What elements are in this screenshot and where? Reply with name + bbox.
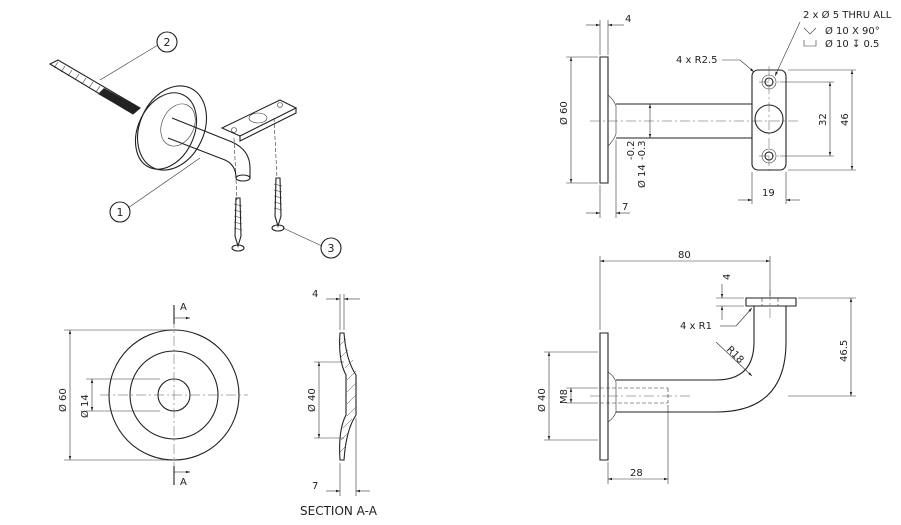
dim-side-length: 80 — [678, 250, 691, 261]
hole-note-csk: Ø 10 X 90° — [825, 25, 880, 37]
svg-text:3: 3 — [328, 242, 335, 255]
balloon-2: 2 — [99, 31, 178, 81]
wood-screws-part — [231, 117, 285, 252]
dim-tol-upper: -0.2 — [626, 140, 637, 160]
isometric-view: 1 2 3 — [48, 31, 342, 259]
dim-hole-spacing: 32 — [818, 113, 829, 126]
dim-tol-lower: -0.3 — [637, 140, 648, 160]
svg-text:1: 1 — [117, 206, 124, 219]
svg-text:2: 2 — [164, 36, 171, 49]
dim-thread-length: 28 — [630, 468, 643, 479]
wall-flange-part — [134, 85, 208, 171]
dim-plate-thickness: 4 — [625, 14, 631, 25]
dim-front-outer-dia: Ø 60 — [57, 388, 69, 412]
hole-note-depth: Ø 10 ↧ 0.5 — [825, 38, 879, 50]
dim-front-inner-dia: Ø 14 — [79, 394, 91, 418]
section-caption: SECTION A-A — [300, 504, 378, 518]
dim-plate-diameter: Ø 60 — [558, 101, 570, 125]
dim-bend-radius: R18 — [724, 344, 746, 366]
section-marker-bottom: A — [180, 477, 187, 488]
balloon-1: 1 — [109, 157, 201, 223]
balloon-3: 3 — [282, 227, 342, 259]
dim-section-bottom: 7 — [312, 481, 318, 492]
dim-corner-radius: 4 x R2.5 — [676, 55, 718, 66]
section-view: 4 Ø 40 7 SECTION A-A — [300, 289, 378, 518]
dim-section-top: 4 — [312, 289, 318, 300]
dim-side-corner-radius: 4 x R1 — [680, 321, 712, 332]
dim-bracket-width: 19 — [762, 188, 775, 199]
dim-side-plate-thk: 4 — [722, 274, 733, 280]
side-view: 80 4 4 x R1 R18 46.5 Ø 40 M8 28 — [536, 250, 856, 484]
dim-thread-size: M8 — [559, 389, 570, 404]
dim-section-dia: Ø 40 — [306, 388, 318, 412]
dim-arm-diameter: Ø 14 — [636, 164, 648, 188]
dim-side-height: 46.5 — [839, 340, 850, 362]
dim-bracket-height: 46 — [840, 113, 851, 126]
hanger-bolt-part — [48, 59, 141, 115]
section-marker-top: A — [180, 302, 187, 313]
dim-arm-offset: 7 — [622, 202, 628, 213]
front-view: A A Ø 60 Ø 14 — [57, 302, 248, 488]
hole-note-thru: 2 x Ø 5 THRU ALL — [803, 9, 892, 21]
dim-side-flange-dia: Ø 40 — [536, 388, 548, 412]
top-view: 4 Ø 60 7 Ø 14 -0.2 -0.3 4 x R2.5 2 x Ø 5… — [558, 9, 892, 218]
